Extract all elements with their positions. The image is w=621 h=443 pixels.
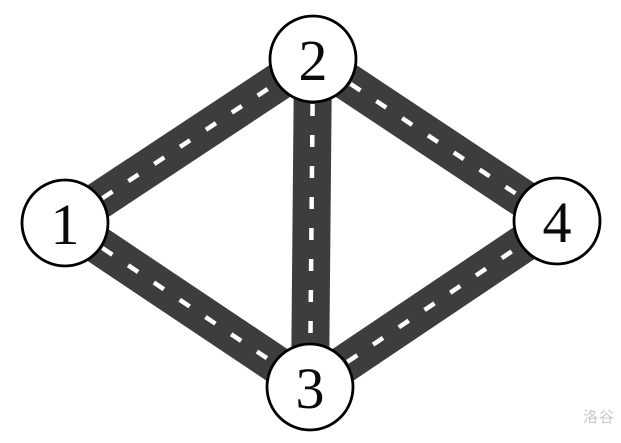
road-centerline-2-4 [311, 57, 559, 223]
node-label-2: 2 [299, 28, 328, 93]
graph-node-4: 4 [512, 176, 602, 266]
graph-node-1: 1 [20, 178, 110, 268]
node-circle-1 [20, 178, 110, 268]
node-circle-4 [512, 176, 602, 266]
node-label-3: 3 [296, 356, 325, 421]
watermark-luogu: 洛谷 [582, 409, 615, 426]
graph-node-3: 3 [265, 342, 355, 432]
node-circle-2 [268, 14, 358, 104]
road-centerline-2-3 [307, 58, 316, 388]
road-centerline-3-4 [308, 219, 559, 389]
node-label-4: 4 [543, 190, 572, 255]
road-centerline-1-3 [63, 221, 312, 389]
graph-node-2: 2 [268, 14, 358, 104]
road-centerline-1-2 [63, 57, 315, 225]
node-circle-3 [265, 342, 355, 432]
node-label-1: 1 [51, 192, 80, 257]
